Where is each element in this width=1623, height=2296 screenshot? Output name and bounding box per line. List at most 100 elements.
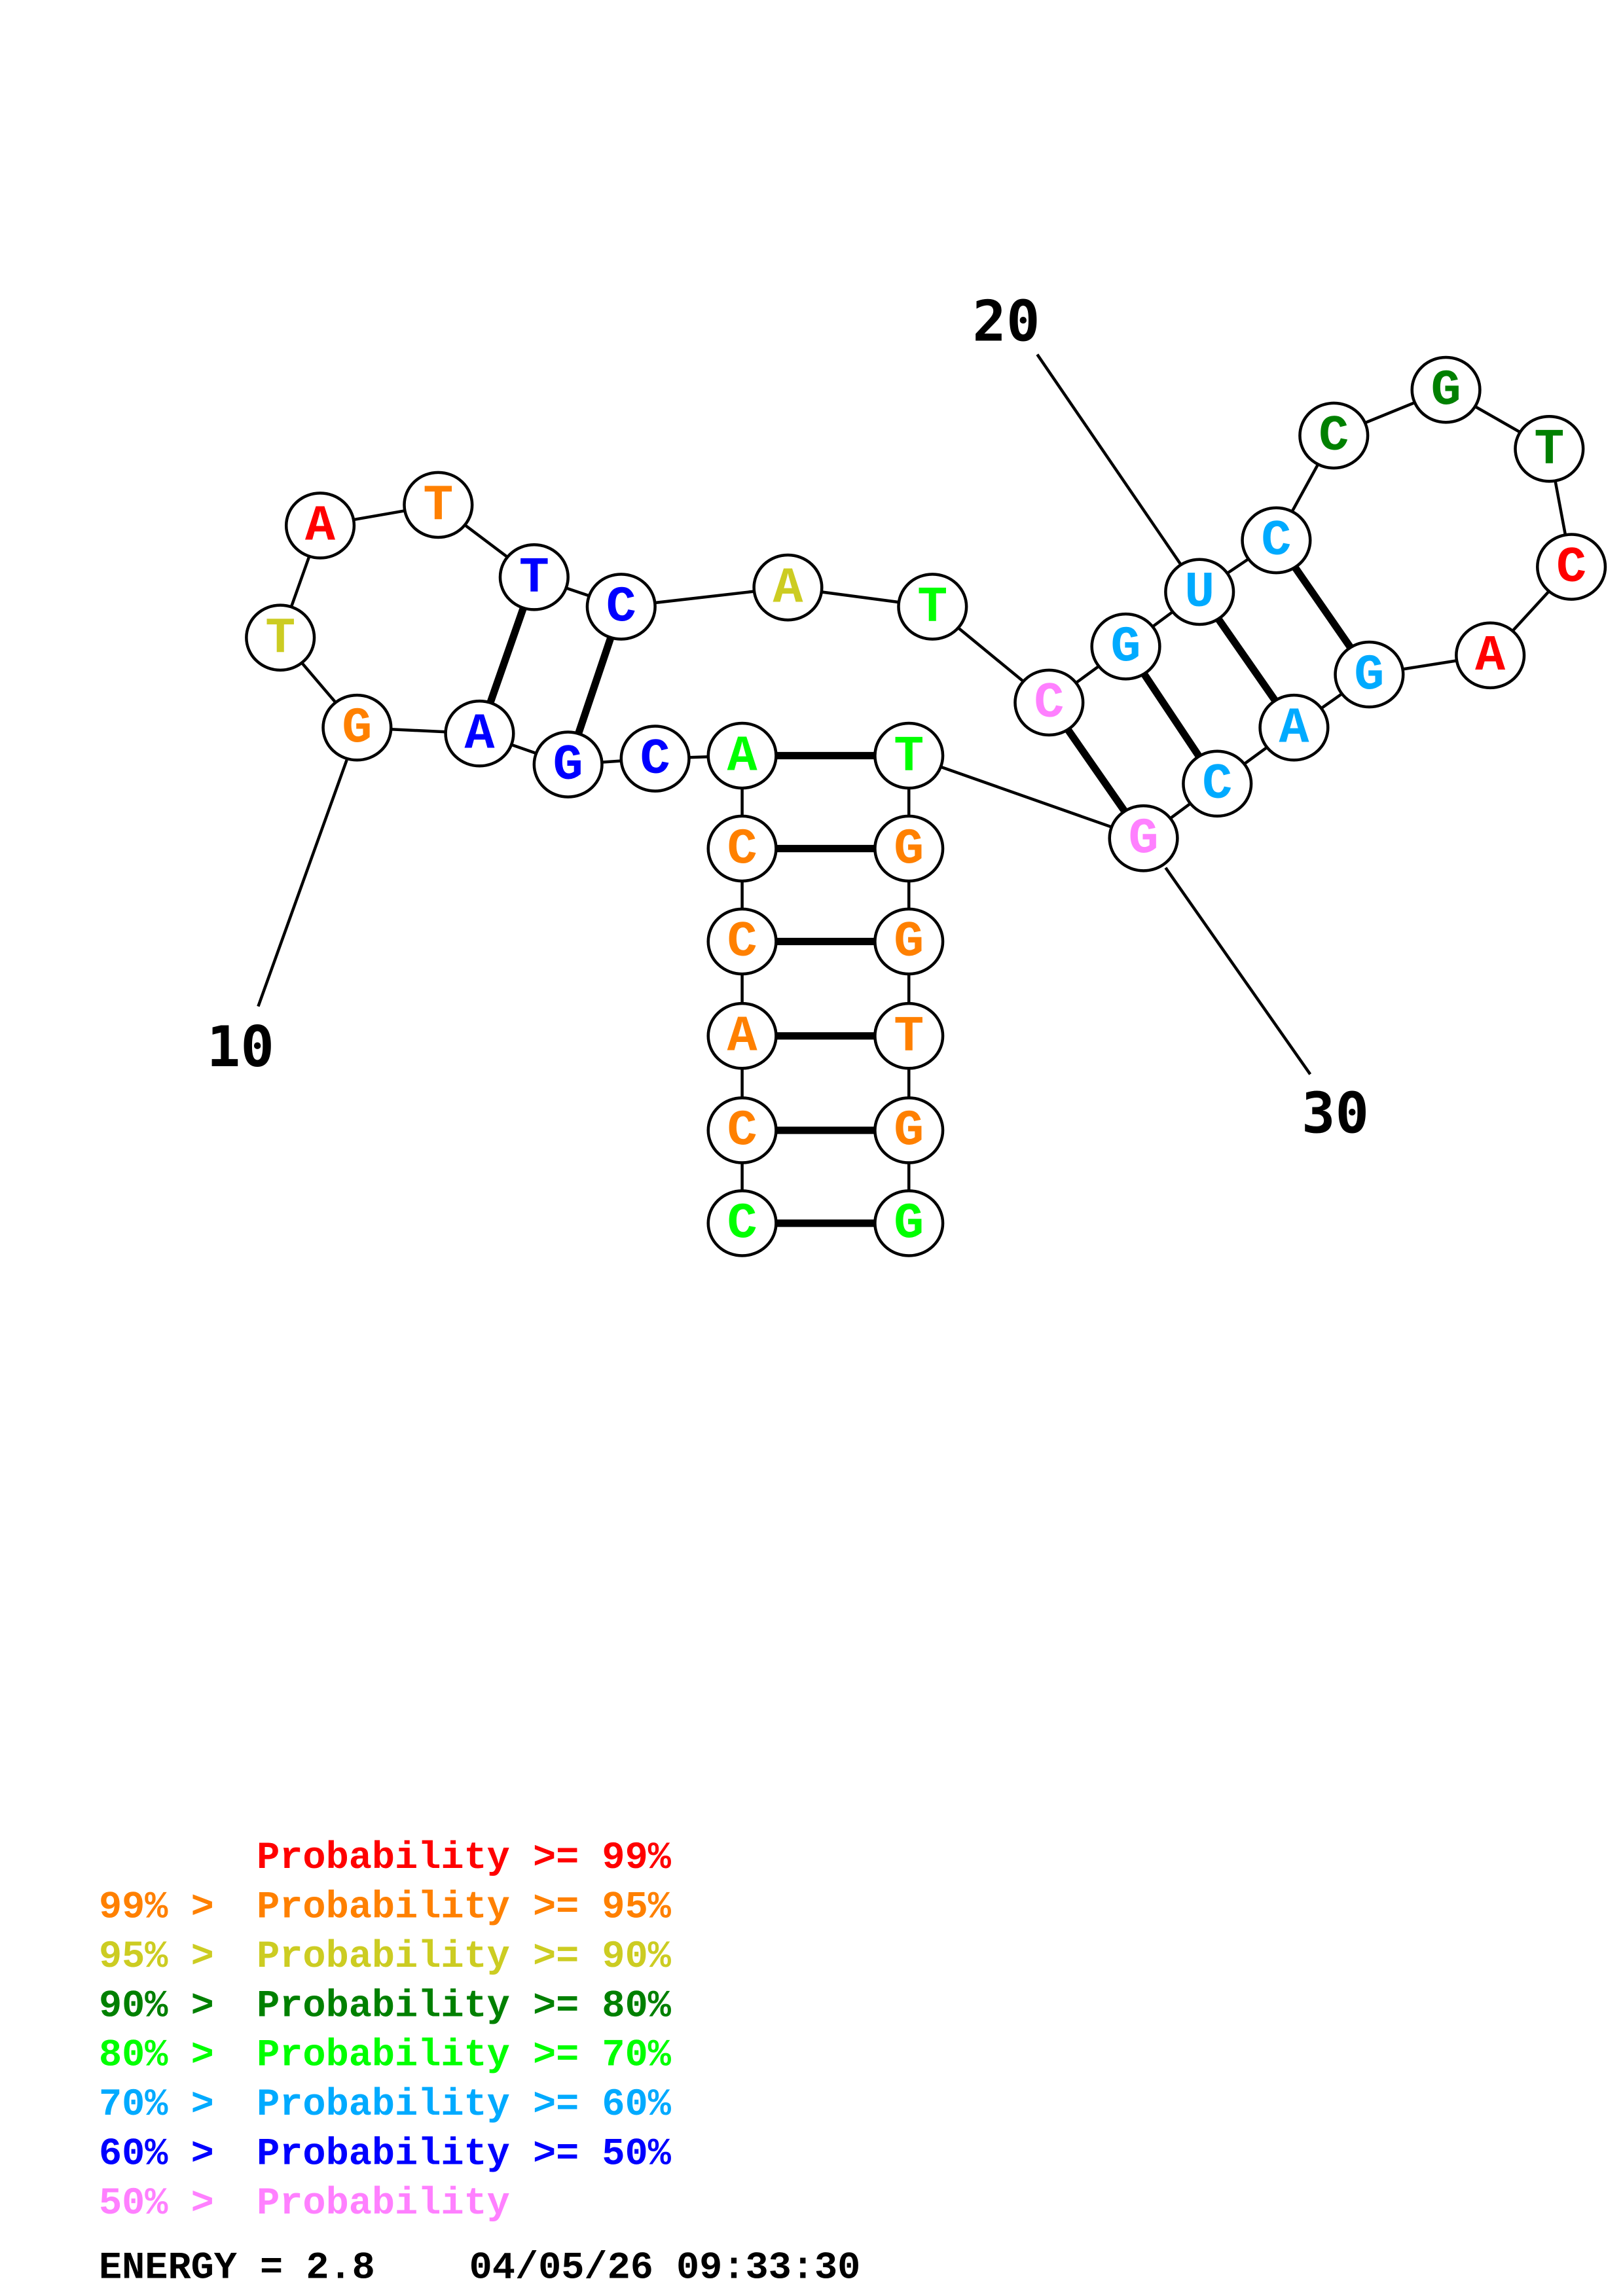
legend-prefix: 60% > xyxy=(99,2132,237,2176)
nucleotide: A xyxy=(444,699,515,768)
nucleotide-circle xyxy=(1455,621,1526,690)
nucleotide-circle xyxy=(245,603,316,672)
nucleotide-base: G xyxy=(894,914,924,971)
nucleotide-circle xyxy=(444,699,515,768)
nucleotide: G xyxy=(873,1096,945,1164)
nucleotide-base: C xyxy=(1261,513,1291,570)
nucleotide-base: A xyxy=(727,1009,757,1066)
backbone-lines xyxy=(279,388,1573,1223)
legend-prefix: 50% > xyxy=(99,2181,237,2225)
nucleotide-circle xyxy=(706,721,778,790)
nucleotide-base: G xyxy=(1354,647,1384,704)
nucleotide-circle xyxy=(1108,804,1179,872)
nucleotide: C xyxy=(1182,749,1253,818)
position-pointer-line xyxy=(1164,867,1312,1075)
footer-energy: ENERGY = 2.8 xyxy=(99,2246,375,2289)
nucleotide: G xyxy=(1410,355,1482,424)
nucleotide-circle xyxy=(532,730,604,798)
legend-prefix: 80% > xyxy=(99,2034,237,2077)
nucleotide: A xyxy=(284,492,356,560)
nucleotide-base: C xyxy=(1556,540,1586,597)
position-pointer-line xyxy=(1036,353,1182,565)
nucleotide: A xyxy=(1455,621,1526,690)
nucleotide-circle xyxy=(706,1189,778,1257)
nucleotide-circle xyxy=(1090,612,1161,681)
nucleotide-base: G xyxy=(894,1196,924,1253)
nucleotide: C xyxy=(1536,533,1607,601)
nucleotide-base: T xyxy=(519,550,549,607)
nucleotide: G xyxy=(873,1189,945,1257)
legend-label: Probability >= 70% xyxy=(257,2034,672,2077)
nucleotide: A xyxy=(706,721,778,790)
backbone-line xyxy=(908,754,1144,840)
legend-label: Probability >= 90% xyxy=(257,1935,672,1979)
nucleotide-base: C xyxy=(606,580,636,637)
nucleotide: G xyxy=(873,907,945,976)
nucleotide-circle xyxy=(873,1189,945,1257)
nucleotide: C xyxy=(1013,668,1085,737)
nucleotide-circle xyxy=(619,725,691,793)
nucleotide-base: G xyxy=(1111,620,1141,677)
nucleotide-base: T xyxy=(265,611,295,668)
nucleotide: T xyxy=(403,471,474,539)
nucleotide-circle xyxy=(1182,749,1253,818)
nucleotide-base: C xyxy=(1319,408,1349,465)
nucleotide-base: C xyxy=(727,821,757,878)
nucleotide-base: C xyxy=(1202,757,1232,814)
nucleotide-base: U xyxy=(1184,565,1214,622)
nucleotide-base: A xyxy=(773,560,803,617)
nucleotide-circle xyxy=(284,492,356,560)
position-label-20: 20 xyxy=(972,289,1040,354)
nucleotide-circle xyxy=(1298,401,1370,470)
nucleotide-circle xyxy=(706,814,778,883)
nucleotide-circle xyxy=(1536,533,1607,601)
nucleotide-circle xyxy=(1334,640,1405,709)
nucleotide-base: G xyxy=(1431,363,1461,420)
nucleotide-base: T xyxy=(894,1009,924,1066)
legend-prefix: 99% > xyxy=(99,1885,237,1929)
legend-prefix: 95% > xyxy=(99,1935,237,1979)
nucleotide-base: G xyxy=(342,700,372,757)
nucleotide: G xyxy=(1108,804,1179,872)
nucleotide: C xyxy=(1298,401,1370,470)
nucleotide: T xyxy=(498,543,570,611)
nucleotide: C xyxy=(706,907,778,976)
nucleotide-base: G xyxy=(553,738,583,795)
nucleotide: U xyxy=(1164,558,1235,626)
nucleotide-circle xyxy=(706,1096,778,1164)
nucleotide-base: T xyxy=(1534,422,1564,479)
nucleotide-base: C xyxy=(1034,675,1064,732)
legend-label: Probability >= 99% xyxy=(257,1836,672,1880)
footer-timestamp: 04/05/26 09:33:30 xyxy=(469,2246,861,2289)
nucleotide: C xyxy=(1241,506,1312,575)
nucleotide: C xyxy=(706,1096,778,1164)
nucleotide-base: C xyxy=(727,1103,757,1160)
nucleotide-circle xyxy=(1258,693,1330,762)
probability-legend: Probability >= 99% 99% > Probability >= 9… xyxy=(99,1836,672,2225)
nucleotide-base: A xyxy=(727,728,757,785)
legend-label: Probability >= 95% xyxy=(257,1885,672,1929)
nucleotide: C xyxy=(706,1189,778,1257)
nucleotide: T xyxy=(1514,414,1585,483)
nucleotide-base: C xyxy=(640,732,670,789)
nucleotide-circle xyxy=(321,693,393,762)
nucleotide: G xyxy=(873,814,945,883)
nucleotide-circle xyxy=(706,907,778,976)
nucleotide-circle xyxy=(873,814,945,883)
nucleotide-circle xyxy=(1410,355,1482,424)
nucleotide: T xyxy=(245,603,316,672)
nucleotide-circle xyxy=(403,471,474,539)
nucleotide-circle xyxy=(873,1001,945,1070)
nucleotide-base: C xyxy=(727,1196,757,1253)
nucleotide: T xyxy=(873,1001,945,1070)
nucleotide: G xyxy=(321,693,393,762)
nucleotide: C xyxy=(585,573,657,641)
legend-label: Probability xyxy=(257,2181,510,2225)
nucleotide-base: A xyxy=(1475,628,1505,685)
nucleotide: A xyxy=(1258,693,1330,762)
nucleotide: G xyxy=(1334,640,1405,709)
nucleotide-base: A xyxy=(305,499,335,556)
